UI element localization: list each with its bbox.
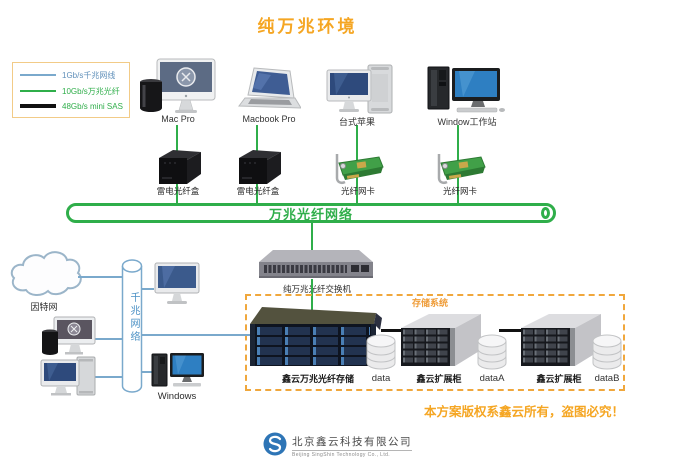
lan-imac-icon: [153, 262, 201, 311]
copyright-notice: 本方案版权系鑫云所有，盗图必究！: [424, 405, 625, 419]
fiber-line-sample: [20, 90, 56, 92]
fiber-nic-icon-1: [329, 151, 385, 192]
macbook-label: Macbook Pro: [242, 114, 296, 124]
legend-row-sas: 48Gb/s mini SAS: [20, 101, 123, 111]
legend-label-sas: 48Gb/s mini SAS: [62, 101, 123, 111]
company-name-en: Beijing SingShin Technology Co., Ltd.: [292, 452, 391, 458]
windows-workstation-icon: [427, 66, 505, 121]
gigabit-link-macpro-small: [94, 338, 122, 340]
legend-label-10g: 10Gb/s万兆光纤: [62, 86, 120, 96]
macpro-icon: [140, 58, 216, 121]
company-name-cn: 北京鑫云科技有限公司: [292, 434, 412, 451]
backbone-label: 万兆光纤网络: [268, 206, 353, 222]
sas-line-sample: [20, 104, 56, 108]
company-logo-icon: [262, 431, 288, 462]
fiber-link-switch: [311, 223, 313, 251]
dataA-volume-icon: [477, 334, 507, 375]
lan-windows-icon: [151, 352, 205, 397]
gigabit-pipe-icon: [121, 258, 143, 401]
data-volume-label: data: [371, 373, 391, 384]
fiber-switch-icon: [259, 247, 373, 288]
fiber-nic-label-2: 光纤网卡: [442, 186, 478, 196]
lan-imac-tower-icon: [40, 356, 96, 403]
expansion-cabinet-icon-2: [521, 310, 601, 373]
internet-label: 因特网: [30, 302, 58, 312]
internet-cloud-icon: [8, 246, 84, 305]
legend-box: 1Gb/s千兆网线 10Gb/s万兆光纤 48Gb/s mini SAS: [12, 62, 130, 118]
gigabit-link-storage: [142, 334, 252, 336]
expansion-cabinet-icon-1: [401, 310, 481, 373]
gigabit-link-imactower: [94, 376, 122, 378]
thunderbolt-box-icon-2: [231, 149, 283, 192]
storage-system-label: 存储系统: [408, 296, 452, 309]
thunderbolt-box-icon-1: [151, 149, 203, 192]
gigabit-line-sample: [20, 74, 56, 76]
backbone-endcap-icon: [541, 207, 550, 219]
dataB-volume-label: dataB: [594, 373, 620, 384]
lan-macpro-icon: [42, 316, 96, 363]
storage-server-icon: [250, 306, 382, 375]
gigabit-link-cloud: [78, 276, 122, 278]
sas-link-1: [381, 329, 405, 332]
fiber-nic-icon-2: [431, 151, 487, 192]
thunderbolt-box-label-2: 雷电光纤盒: [236, 186, 280, 196]
page-title: 纯万兆环境: [257, 17, 358, 36]
gigabit-link-imac: [142, 288, 154, 290]
lan-windows-label: Windows: [157, 391, 197, 402]
dataA-volume-label: dataA: [479, 373, 505, 384]
macpro-label: Mac Pro: [161, 114, 195, 124]
windows-workstation-label: Window工作站: [437, 117, 497, 127]
sas-link-2: [499, 329, 525, 332]
expansion-cabinet-label-2: 鑫云扩展柜: [536, 374, 582, 384]
desktop-apple-icon: [326, 64, 394, 121]
data-volume-icon: [366, 334, 396, 375]
legend-row-1g: 1Gb/s千兆网线: [20, 70, 122, 81]
thunderbolt-box-label-1: 雷电光纤盒: [156, 186, 200, 196]
storage-system-zone: [245, 294, 625, 391]
desktop-apple-label: 台式苹果: [338, 117, 376, 127]
fiber-switch-label: 纯万兆光纤交换机: [282, 284, 352, 294]
gigabit-link-windows: [142, 371, 152, 373]
gigabit-pipe-label: 千兆网络: [128, 292, 139, 344]
storage-server-label: 鑫云万兆光纤存储: [281, 374, 355, 384]
backbone-pipe-icon: 万兆光纤网络: [66, 203, 556, 223]
dataB-volume-icon: [592, 334, 622, 375]
fiber-nic-label-1: 光纤网卡: [340, 186, 376, 196]
fiber-link-storage: [311, 279, 313, 317]
macbook-icon: [237, 66, 302, 119]
legend-label-1g: 1Gb/s千兆网线: [62, 70, 116, 80]
expansion-cabinet-label-1: 鑫云扩展柜: [416, 374, 462, 384]
legend-row-10g: 10Gb/s万兆光纤: [20, 86, 122, 97]
company-name-block: 北京鑫云科技有限公司 Beijing SingShin Technology C…: [292, 434, 412, 458]
